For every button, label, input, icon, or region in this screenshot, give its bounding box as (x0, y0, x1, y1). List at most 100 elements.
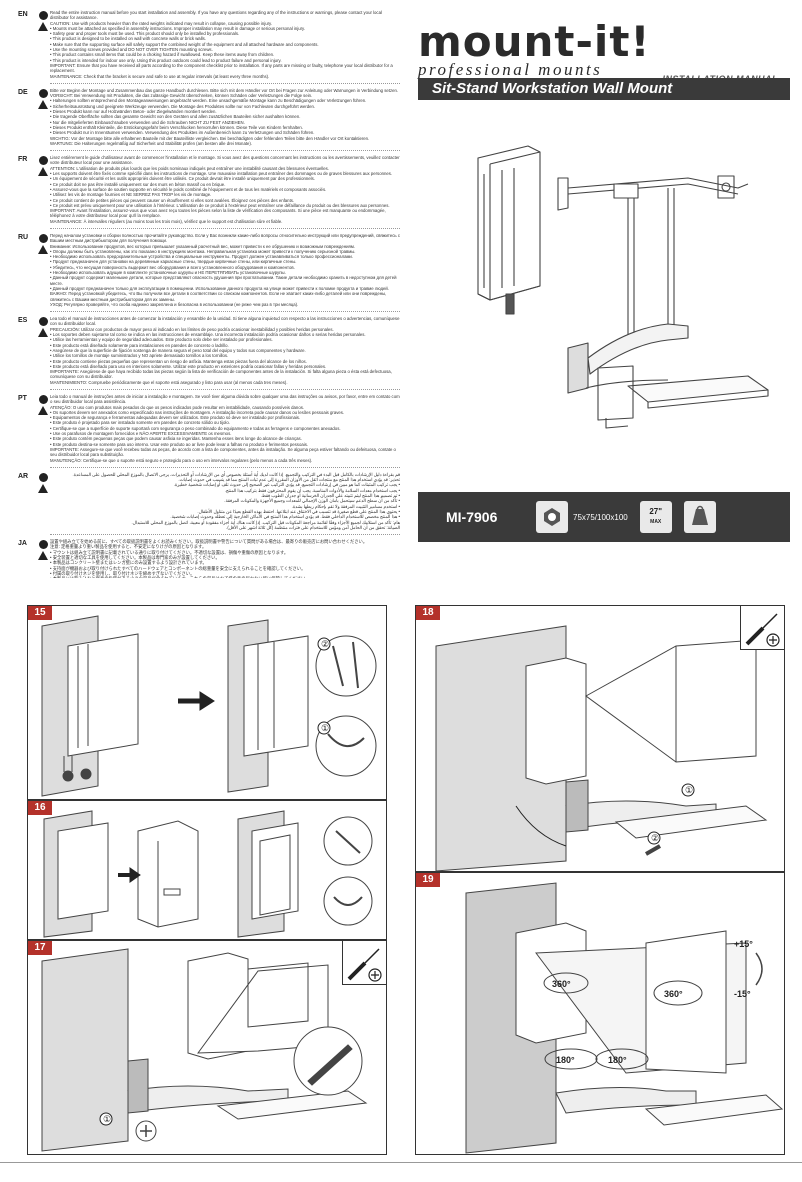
language-text: Bitte vor Beginn der Montage und Zusamme… (50, 88, 400, 146)
instruction-line: • Необходимо использовать предохранитель… (50, 254, 354, 260)
vesa-text: 75x75/100x100 (573, 512, 628, 522)
instruction-line: Lea todo el manual de instrucciones ante… (50, 316, 400, 327)
max-screen-size: 27" (649, 507, 663, 516)
step-15-marker-1: ② (321, 639, 329, 649)
read-manual-icon (38, 540, 48, 550)
tilt-up-label: +15° (734, 939, 753, 949)
instruction-line: • This product is designed to be install… (50, 36, 206, 42)
step-18-panel: ① ② 18 (415, 605, 785, 872)
instruction-line: • يحتوي هذا المنتج على قطع صغيرة قد تتسب… (197, 508, 400, 514)
brand-logo: mount-it! (418, 17, 651, 66)
instruction-line: Bitte vor Beginn der Montage und Zusamme… (50, 87, 399, 93)
swivel-label-left: 180° (556, 1055, 575, 1065)
read-manual-icon (38, 11, 48, 20)
step-number: 19 (416, 873, 440, 887)
instruction-line: • Halterungen sollten entsprechend den M… (50, 98, 367, 104)
spec-bar: MI-7906 75x75/100x100 27" MAX (418, 492, 790, 542)
product-illustration (418, 118, 790, 488)
monitor-icon: 27" MAX (639, 501, 672, 533)
instruction-line: IMPORTANTE: Assegure-se que você recebeu… (50, 446, 396, 458)
instruction-line: 注意: 定格重量より重い製品を使用すると、不安定になりけがの原因となります。 (50, 544, 207, 550)
step-18-marker-1: ① (685, 785, 693, 795)
language-text: Lea todo el manual de instrucciones ante… (50, 316, 400, 385)
language-separator (50, 466, 400, 468)
language-code: PT (18, 395, 27, 402)
instruction-line: هام: تأكد من استلامك لجميع الأجزاء وفقًا… (131, 519, 400, 525)
instruction-line: • Dieses Produkt nur in Innenräumen verw… (50, 130, 315, 136)
brand-tagline: professional mounts (418, 60, 603, 79)
max-size-label: MAX (650, 519, 662, 525)
instruction-line: • Dieses Produkt kann nur auf Holzwänden… (50, 109, 217, 115)
instruction-line: قم بقراءة دليل الإرشادات بالكامل قبل الب… (72, 471, 400, 477)
instruction-line: УХОД: Регулярно проверяйте, что скоба на… (50, 301, 299, 307)
warning-icon (38, 167, 48, 177)
instruction-line: • Utilice las herramientas y equipo de s… (50, 337, 273, 343)
workstation-drawing (477, 145, 769, 429)
language-block-es: ES Lea todo el manual de instrucciones an… (18, 316, 400, 385)
page-title: Sit-Stand Workstation Wall Mount (418, 78, 790, 100)
warning-icon (38, 22, 48, 31)
instruction-line: Lisez entièrement le guide d'utilisateur… (50, 155, 400, 166)
language-block-de: DE Bitte vor Beginn der Montage und Zusam… (18, 88, 400, 146)
read-manual-icon (38, 156, 48, 166)
step-15-panel: ② ① 15 (27, 605, 387, 800)
instruction-line: • Este produto é projetado para ser inst… (50, 420, 230, 426)
instruction-line: ATENÇÃO: O uso com produtos mais pesados… (50, 404, 305, 410)
language-code: FR (18, 156, 28, 164)
instruction-line: • Safety gear and proper tools must be u… (50, 31, 240, 37)
step-19-panel: 360° 360° 180° 180° +15° -15° 19 (415, 872, 785, 1155)
instruction-line: • Ce produit contient de petites pièces … (50, 197, 295, 203)
instruction-line: • マウントは組み立て説明書に記載されている通りに取り付けてください。不適切な設… (50, 549, 289, 555)
screwdriver-icon (745, 613, 780, 647)
read-manual-icon (38, 317, 48, 327)
footer-rule (0, 1162, 802, 1163)
instruction-line: • Данный продукт предназначен только для… (50, 285, 389, 291)
step-17-panel: ① 17 (27, 940, 387, 1155)
language-text: 設置や組み立てを始める前に、すべての取扱説明書をよくお読みください。取扱説明書や… (50, 539, 400, 578)
rotation-label-cpu: 360° (552, 979, 571, 989)
instruction-line: • Les supports doivent être fixés comme … (50, 171, 393, 177)
language-text: قم بقراءة دليل الإرشادات بالكامل قبل الب… (50, 472, 400, 530)
screen-size-spec: 27" MAX (639, 501, 672, 533)
language-icons (36, 10, 50, 79)
instruction-line: • استخدم مسامير التثبيت المرفقة ولا تقم … (291, 503, 400, 509)
instruction-line: • Equipamentos de segurança e ferramenta… (50, 415, 301, 421)
language-icons (36, 394, 50, 463)
language-code: DE (18, 88, 28, 96)
instruction-line: IMPORTANT: Avant l'installation, assurez… (50, 208, 386, 219)
step-18-marker-2: ② (651, 833, 659, 843)
vesa-spec: 75x75/100x100 (536, 501, 628, 533)
language-icons (36, 155, 50, 224)
language-code: EN (18, 11, 28, 18)
instruction-line: • يجب استخدام معدات السلامة والأدوات الم… (224, 487, 400, 493)
warning-icon (38, 244, 48, 254)
read-manual-icon (38, 88, 48, 98)
instruction-line: • Este producto contiene piezas pequeñas… (50, 358, 307, 364)
instruction-line: • Make sure that the supporting surface … (50, 41, 319, 47)
instruction-line: ВАЖНО: Перед установкой убедитесь, что В… (50, 291, 387, 302)
vesa-icon (536, 501, 568, 533)
language-block-ja: JA 設置や組み立てを始める前に、すべての取扱説明書をよくお読みください。取扱説明… (18, 539, 400, 578)
instruction-line: IMPORTANTE: Asegúrese de que haya recibi… (50, 369, 392, 380)
instruction-line: • Продукт предназначен для установки на … (50, 259, 297, 265)
instruction-line: • Use os parafusos de montagem fornecido… (50, 431, 232, 437)
screwdriver-tool-box (342, 941, 386, 985)
instruction-line: الصيانة: تحقق من أن الحامل آمن ومؤمن للا… (226, 524, 400, 530)
instruction-line: • Certifique-se que a superfície de supo… (50, 425, 341, 431)
read-manual-icon (38, 395, 48, 404)
language-icons (36, 88, 50, 146)
language-icons (36, 472, 50, 530)
language-separator (50, 389, 400, 390)
instruction-line: PRECAUCIÓN: Utilizar con productos de ma… (50, 326, 334, 332)
instruction-line: ATTENTION: L'utilisation de produits plu… (50, 165, 330, 171)
instruction-line: Внимание: Использование продуктов, вес к… (50, 243, 355, 249)
language-separator (50, 227, 400, 229)
instruction-line: • Este producto está diseñado para uso e… (50, 363, 327, 369)
instruction-line: • This product is intended for indoor us… (50, 57, 282, 63)
language-code: JA (18, 540, 27, 548)
language-code: ES (18, 317, 28, 325)
